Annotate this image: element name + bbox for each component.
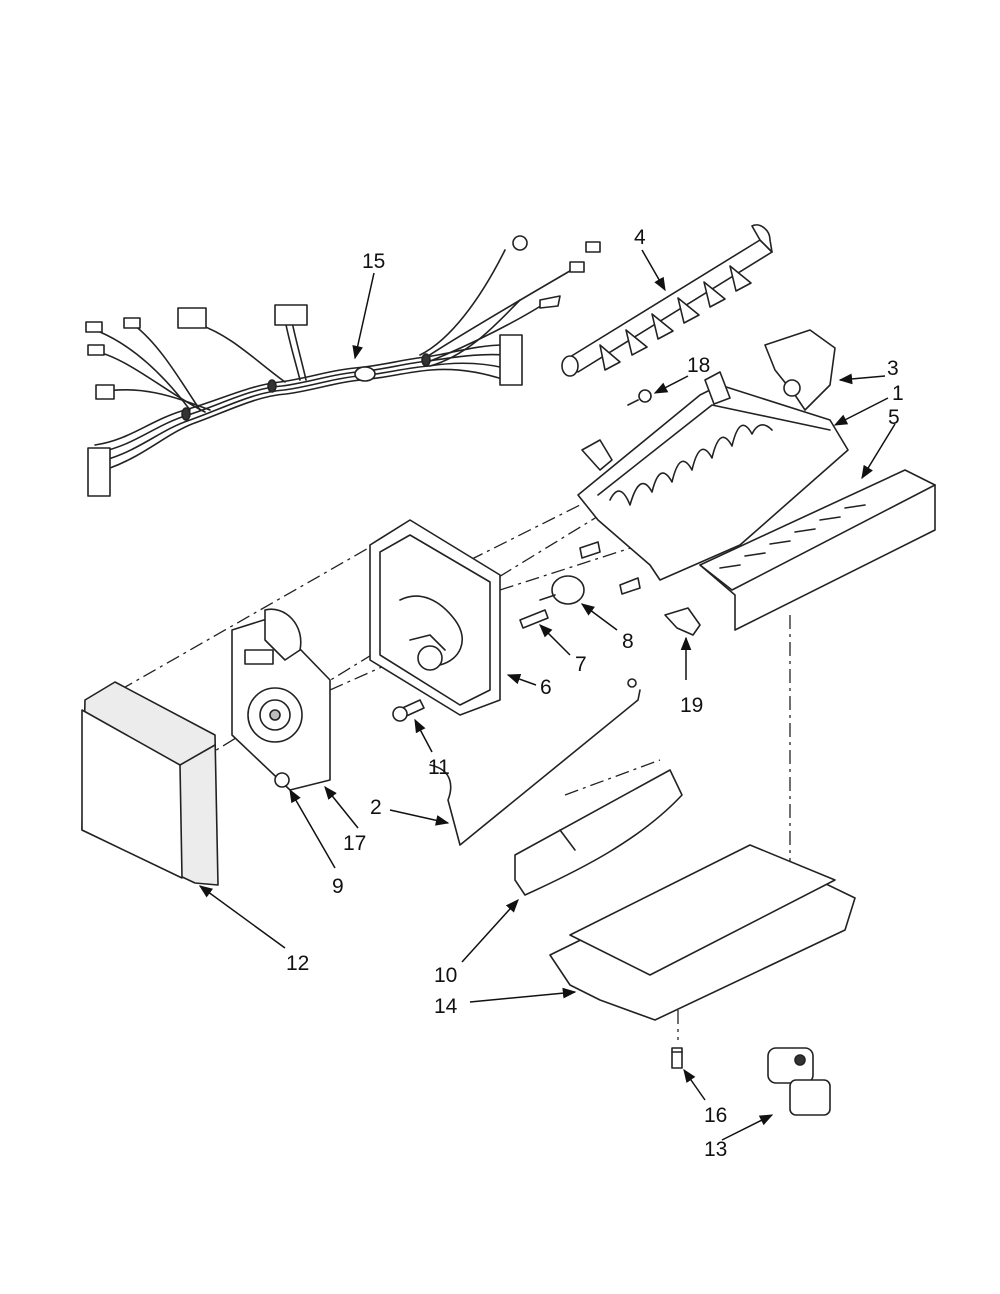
base-tray-part [549, 844, 856, 1021]
bracket-part [764, 329, 836, 411]
ice-mold-part [577, 371, 849, 581]
thermostat-part [539, 575, 585, 605]
callout-18: 18 [687, 354, 710, 377]
callout-12: 12 [286, 952, 309, 975]
callout-11: 11 [428, 756, 450, 779]
ejector-part [561, 224, 773, 377]
spacer-part [519, 609, 549, 629]
screw-part-16 [671, 1047, 683, 1069]
callout-8: 8 [622, 630, 634, 653]
callout-6: 6 [540, 676, 552, 699]
callout-2: 2 [370, 796, 382, 819]
callout-14: 14 [434, 995, 458, 1018]
clip-part [664, 607, 701, 636]
cover-part [81, 681, 219, 886]
shutoff-arm-part [429, 678, 641, 846]
callout-10: 10 [434, 964, 457, 987]
callout-15: 15 [362, 250, 385, 273]
callout-3: 3 [887, 357, 899, 380]
callout-7: 7 [575, 653, 587, 676]
callout-labels: 15 4 18 3 1 5 8 7 6 19 11 2 17 9 12 10 1… [286, 226, 904, 1161]
callout-19: 19 [680, 694, 703, 717]
motor-housing-part [369, 519, 501, 716]
callout-17: 17 [343, 832, 366, 855]
wire-harness-part [85, 235, 601, 497]
callout-9: 9 [332, 875, 344, 898]
cover-plate-part [514, 769, 683, 896]
callout-16: 16 [704, 1104, 727, 1127]
screw-part-18 [627, 389, 652, 406]
callout-5: 5 [888, 406, 900, 429]
mounting-plate-part [231, 608, 331, 791]
screw-part-11 [392, 699, 425, 722]
callout-1: 1 [892, 382, 904, 405]
callout-13: 13 [704, 1138, 727, 1161]
pins-part [579, 541, 641, 595]
water-valve-part [767, 1047, 831, 1116]
leader-lines [198, 249, 896, 1141]
screw-part-9 [274, 772, 290, 788]
callout-4: 4 [634, 226, 646, 249]
stripper-part [699, 469, 936, 631]
